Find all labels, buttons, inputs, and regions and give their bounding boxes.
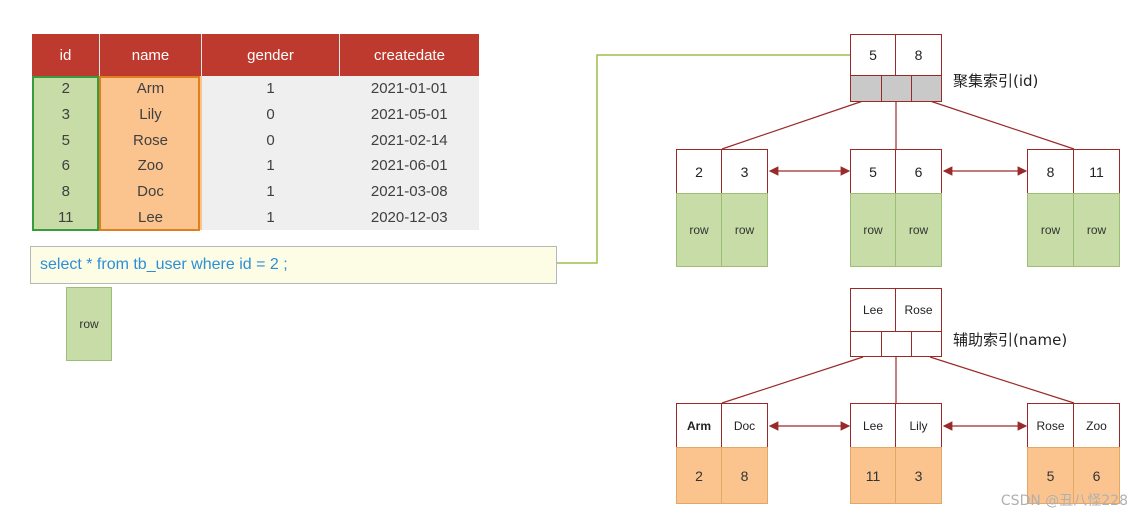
tree-edge (929, 100, 1075, 150)
sql-query-text: select * from tb_user where id = 2 ; (40, 256, 288, 273)
clustered-leaf-row: row (850, 193, 896, 267)
clustered-root-key: 5 (850, 34, 896, 76)
clustered-leaf-row: row (1027, 193, 1074, 267)
secondary-leaf-id: 3 (895, 447, 942, 504)
secondary-leaf-key: Arm (676, 403, 722, 448)
cell-name: Doc (99, 178, 202, 205)
cell-createdate: 2020-12-03 (339, 204, 479, 231)
clustered-leaf-key: 3 (721, 149, 768, 194)
cell-createdate: 2021-01-01 (339, 76, 479, 102)
clustered-leaf-row: row (676, 193, 722, 267)
table-row: 5 Rose 0 2021-02-14 (32, 127, 479, 154)
watermark: CSDN @丑八怪228 (1000, 493, 1128, 509)
cell-gender: 1 (201, 76, 340, 102)
clustered-leaf-key: 6 (895, 149, 942, 194)
secondary-leaf-id: 11 (850, 447, 896, 504)
tree-edge (721, 356, 864, 404)
tree-edge (721, 100, 864, 150)
id-column-highlight (32, 76, 99, 231)
table-header-row: id name gender createdate (32, 34, 479, 76)
clustered-root-pointer (881, 75, 912, 102)
secondary-root-pointer (911, 331, 942, 357)
cell-id: 3 (32, 101, 100, 128)
lookup-connector (557, 54, 850, 264)
clustered-root-key: 8 (895, 34, 942, 76)
secondary-root-pointer (850, 331, 882, 357)
table-row: 11 Lee 1 2020-12-03 (32, 204, 479, 231)
table-row: 2 Arm 1 2021-01-01 (32, 76, 479, 102)
cell-name: Lee (99, 204, 202, 231)
secondary-leaf-key: Lee (850, 403, 896, 448)
header-gender: gender (201, 34, 340, 76)
tree-edge (929, 356, 1075, 404)
secondary-leaf-id: 8 (721, 447, 768, 504)
secondary-root-key: Rose (895, 288, 942, 332)
cell-name: Arm (99, 76, 202, 102)
secondary-index-label: 辅助索引(name) (953, 331, 1068, 349)
clustered-leaf-key: 5 (850, 149, 896, 194)
cell-createdate: 2021-03-08 (339, 178, 479, 205)
cell-createdate: 2021-05-01 (339, 101, 479, 128)
table-row: 6 Zoo 1 2021-06-01 (32, 153, 479, 179)
secondary-root-key: Lee (850, 288, 896, 332)
secondary-leaf-key: Rose (1027, 403, 1074, 448)
cell-name: Lily (99, 101, 202, 128)
cell-gender: 0 (201, 127, 340, 154)
secondary-leaf-id: 2 (676, 447, 722, 504)
cell-id: 2 (32, 76, 100, 102)
result-row-label: row (79, 317, 99, 331)
cell-gender: 1 (201, 153, 340, 179)
result-row-box: row (66, 287, 112, 361)
clustered-leaf-key: 2 (676, 149, 722, 194)
table-row: 3 Lily 0 2021-05-01 (32, 101, 479, 128)
clustered-leaf-key: 8 (1027, 149, 1074, 194)
secondary-leaf-id: 6 (1073, 447, 1120, 504)
secondary-leaf-key: Zoo (1073, 403, 1120, 448)
cell-createdate: 2021-02-14 (339, 127, 479, 154)
clustered-leaf-key: 11 (1073, 149, 1120, 194)
cell-createdate: 2021-06-01 (339, 153, 479, 179)
cell-gender: 0 (201, 101, 340, 128)
clustered-root-pointer (911, 75, 942, 102)
secondary-leaf-id: 5 (1027, 447, 1074, 504)
cell-name: Zoo (99, 153, 202, 179)
clustered-leaf-row: row (721, 193, 768, 267)
cell-id: 5 (32, 127, 100, 154)
cell-id: 6 (32, 153, 100, 179)
header-createdate: createdate (339, 34, 479, 76)
clustered-leaf-row: row (1073, 193, 1120, 267)
clustered-index-label: 聚集索引(id) (953, 72, 1039, 90)
name-column-highlight (99, 76, 200, 231)
sql-query-box: select * from tb_user where id = 2 ; (30, 246, 557, 284)
cell-gender: 1 (201, 178, 340, 205)
clustered-root-pointer (850, 75, 882, 102)
user-table: id name gender createdate 2 Arm 1 2021-0… (32, 34, 479, 231)
cell-gender: 1 (201, 204, 340, 231)
table-row: 8 Doc 1 2021-03-08 (32, 178, 479, 205)
cell-id: 11 (32, 204, 100, 231)
header-id: id (32, 34, 100, 76)
header-name: name (99, 34, 202, 76)
cell-id: 8 (32, 178, 100, 205)
secondary-leaf-key: Doc (721, 403, 768, 448)
clustered-leaf-row: row (895, 193, 942, 267)
secondary-leaf-key: Lily (895, 403, 942, 448)
secondary-root-pointer (881, 331, 912, 357)
cell-name: Rose (99, 127, 202, 154)
